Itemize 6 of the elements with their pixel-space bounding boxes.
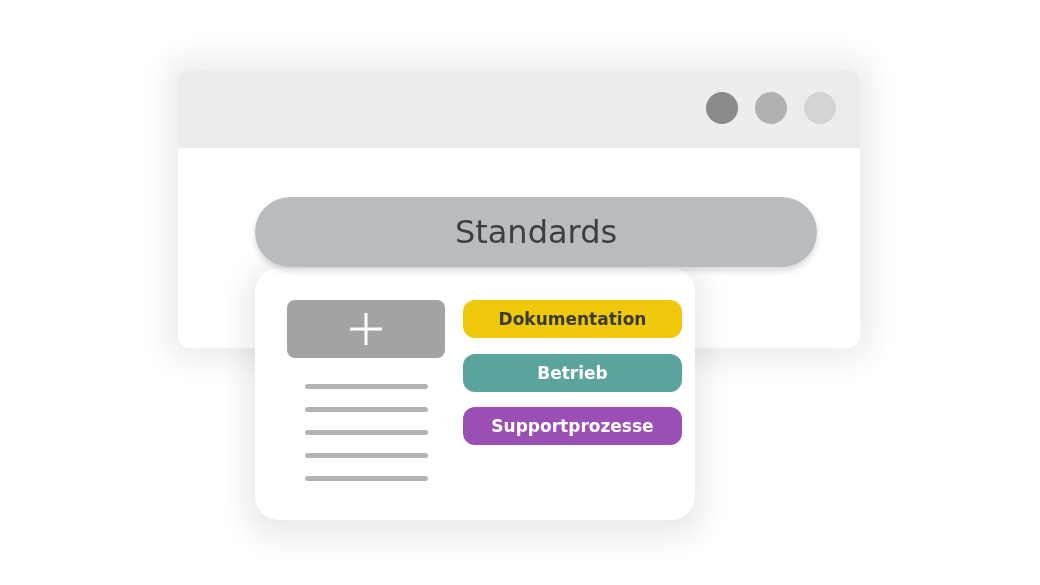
tag-pill: Dokumentation	[463, 300, 682, 338]
tag-pill: Supportprozesse	[463, 407, 682, 445]
tag-pill: Betrieb	[463, 354, 682, 392]
title-pill: Standards	[255, 197, 817, 267]
add-button	[287, 300, 445, 358]
card-panel	[255, 268, 695, 520]
